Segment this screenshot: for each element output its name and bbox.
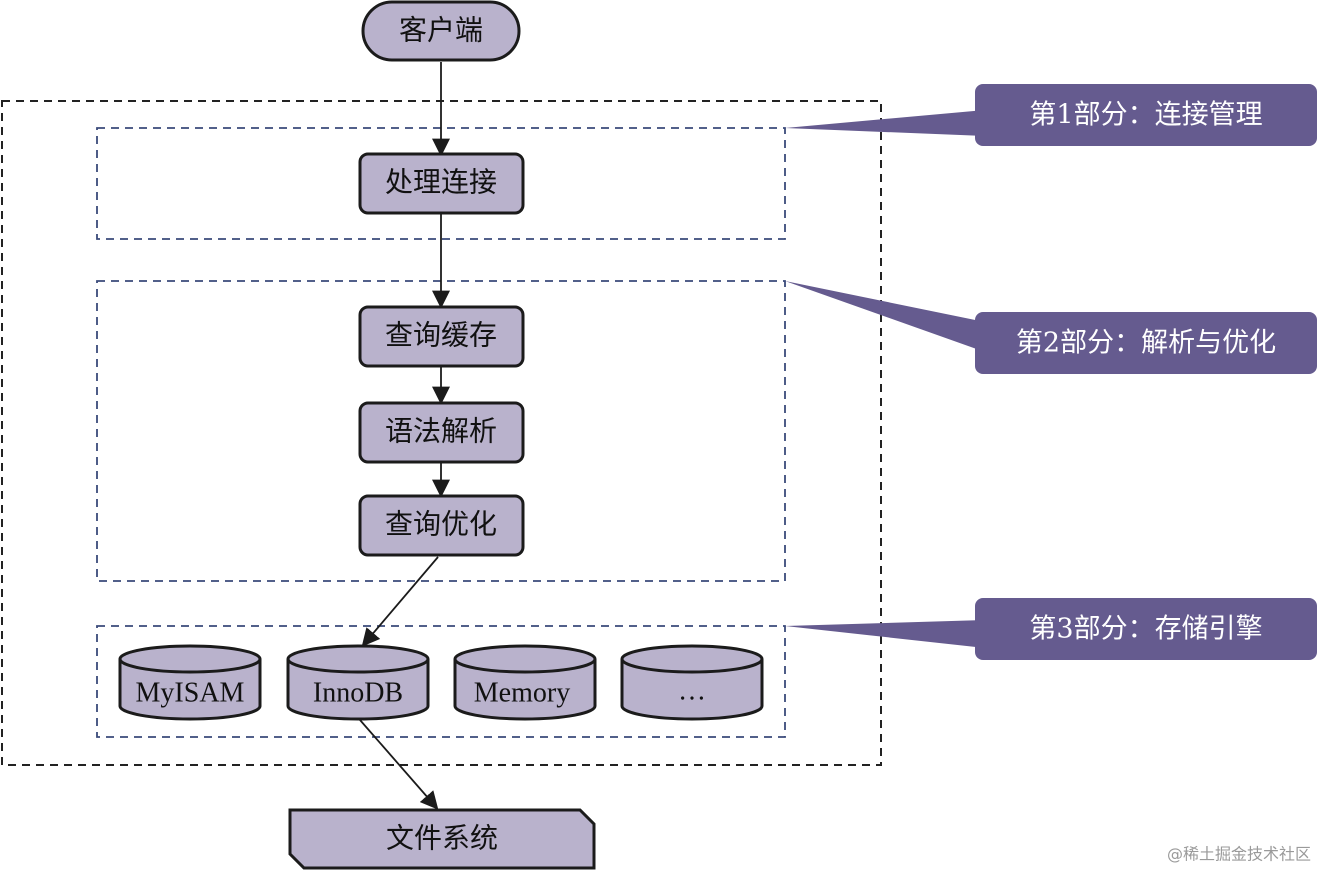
engine-myisam-label: MyISAM xyxy=(136,677,245,708)
arrow-optimize-to-innodb xyxy=(361,556,439,647)
callout-part1-label: 第1部分：连接管理 xyxy=(1029,100,1262,131)
callout-part1: 第1部分：连接管理 xyxy=(975,84,1317,146)
engine-memory: Memory xyxy=(453,644,597,721)
engine-memory-label: Memory xyxy=(474,677,570,708)
callout-pointer-part1 xyxy=(785,110,985,136)
client-label: 客户端 xyxy=(399,14,483,47)
watermark-text: @稀土掘金技术社区 xyxy=(1167,845,1311,864)
callout-pointer-part2 xyxy=(785,281,985,352)
handle-connection-node: 处理连接 xyxy=(358,152,525,215)
section-storage-box xyxy=(96,625,786,738)
client-node: 客户端 xyxy=(361,0,521,62)
callout-pointer-part3 xyxy=(785,620,985,648)
syntax-parse-label: 语法解析 xyxy=(385,415,497,448)
query-optimize-label: 查询优化 xyxy=(385,508,497,541)
arrow-innodb-to-filesystem xyxy=(359,719,439,810)
file-system-node: 文件系统 xyxy=(288,808,596,870)
engine-more-label: … xyxy=(678,675,706,706)
callout-part2: 第2部分：解析与优化 xyxy=(975,312,1317,374)
callout-part2-label: 第2部分：解析与优化 xyxy=(1016,328,1276,359)
file-system-label: 文件系统 xyxy=(386,822,498,855)
engine-innodb: InnoDB xyxy=(286,644,430,721)
engine-innodb-label: InnoDB xyxy=(313,677,403,708)
callout-part3: 第3部分：存储引擎 xyxy=(975,598,1317,660)
query-optimize-node: 查询优化 xyxy=(358,494,525,557)
handle-connection-label: 处理连接 xyxy=(385,166,497,199)
query-cache-node: 查询缓存 xyxy=(358,305,525,368)
callout-part3-label: 第3部分：存储引擎 xyxy=(1029,614,1262,645)
engine-myisam: MyISAM xyxy=(118,644,262,721)
query-cache-label: 查询缓存 xyxy=(385,319,497,352)
engine-more: … xyxy=(620,644,764,721)
syntax-parse-node: 语法解析 xyxy=(358,401,525,464)
